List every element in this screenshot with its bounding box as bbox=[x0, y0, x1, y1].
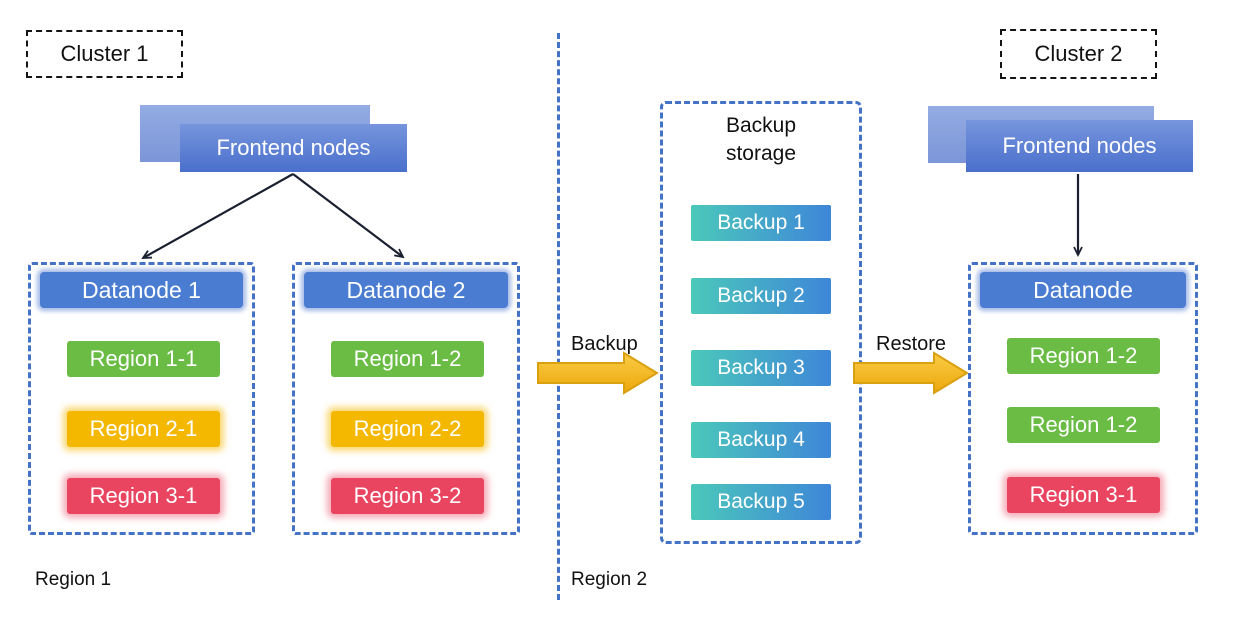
datanode1-title: Datanode 1 bbox=[82, 276, 201, 303]
backup-item: Backup 2 bbox=[691, 278, 831, 314]
backup-block-arrow bbox=[537, 351, 659, 395]
cluster1-label: Cluster 1 bbox=[60, 41, 149, 66]
region-chip: Region 3-1 bbox=[1007, 477, 1160, 513]
datanode-right-title: Datanode bbox=[1033, 276, 1133, 303]
region-separator-line bbox=[557, 33, 560, 600]
region-chip: Region 1-2 bbox=[1007, 338, 1160, 374]
region-label: Region 3-1 bbox=[1029, 482, 1138, 507]
frontend-right-box: Frontend nodes bbox=[966, 120, 1193, 172]
datanode1-header: Datanode 1 bbox=[40, 272, 243, 308]
datanode-right-header: Datanode bbox=[980, 272, 1186, 308]
region-chip: Region 1-1 bbox=[67, 341, 220, 377]
region-chip: Region 3-2 bbox=[331, 478, 484, 514]
frontend-left-box: Frontend nodes bbox=[180, 124, 407, 172]
frontend-right-label: Frontend nodes bbox=[1002, 133, 1157, 158]
region2-footer-label: Region 2 bbox=[571, 569, 648, 590]
backup-item: Backup 5 bbox=[691, 484, 831, 520]
datanode1-box: Datanode 1 Region 1-1 Region 2-1 Region … bbox=[28, 262, 255, 535]
datanode-right-box: Datanode Region 1-2 Region 1-2 Region 3-… bbox=[968, 262, 1198, 535]
region-chip: Region 2-1 bbox=[67, 411, 220, 447]
cluster1-box: Cluster 1 bbox=[26, 30, 183, 78]
backup-item-label: Backup 4 bbox=[717, 428, 805, 451]
arrow-frontend-to-datanode2 bbox=[292, 173, 405, 259]
region-label: Region 2-2 bbox=[353, 416, 462, 441]
region-label: Region 1-2 bbox=[353, 346, 462, 371]
region-label: Region 2-1 bbox=[89, 416, 198, 441]
region-label: Region 3-2 bbox=[353, 483, 462, 508]
restore-arrow-label: Restore bbox=[876, 333, 947, 355]
backup-storage-box: Backup storage Backup 1 Backup 2 Backup … bbox=[660, 101, 862, 544]
region1-footer-label: Region 1 bbox=[35, 569, 112, 590]
backup-item-label: Backup 1 bbox=[717, 211, 805, 234]
region-chip: Region 3-1 bbox=[67, 478, 220, 514]
backup-item: Backup 1 bbox=[691, 205, 831, 241]
restore-block-arrow bbox=[853, 351, 969, 395]
region-chip: Region 2-2 bbox=[331, 411, 484, 447]
backup-arrow-label: Backup bbox=[571, 333, 638, 355]
backup-item-label: Backup 5 bbox=[717, 490, 805, 513]
frontend-left-label: Frontend nodes bbox=[216, 135, 371, 160]
datanode2-header: Datanode 2 bbox=[304, 272, 508, 308]
cluster2-label: Cluster 2 bbox=[1034, 41, 1123, 66]
region-label: Region 1-2 bbox=[1029, 343, 1138, 368]
backup-storage-title: Backup storage bbox=[725, 114, 797, 165]
region-label: Region 3-1 bbox=[89, 483, 198, 508]
datanode2-title: Datanode 2 bbox=[346, 276, 466, 303]
datanode2-box: Datanode 2 Region 1-2 Region 2-2 Region … bbox=[292, 262, 520, 535]
backup-item: Backup 4 bbox=[691, 422, 831, 458]
region-chip: Region 1-2 bbox=[331, 341, 484, 377]
region-chip: Region 1-2 bbox=[1007, 407, 1160, 443]
backup-item-label: Backup 3 bbox=[717, 356, 805, 379]
backup-item-label: Backup 2 bbox=[717, 284, 805, 307]
arrow-frontend-to-datanode1 bbox=[141, 173, 294, 259]
cluster2-box: Cluster 2 bbox=[1000, 29, 1157, 79]
backup-item: Backup 3 bbox=[691, 350, 831, 386]
region-label: Region 1-2 bbox=[1029, 412, 1138, 437]
region-label: Region 1-1 bbox=[89, 346, 198, 371]
